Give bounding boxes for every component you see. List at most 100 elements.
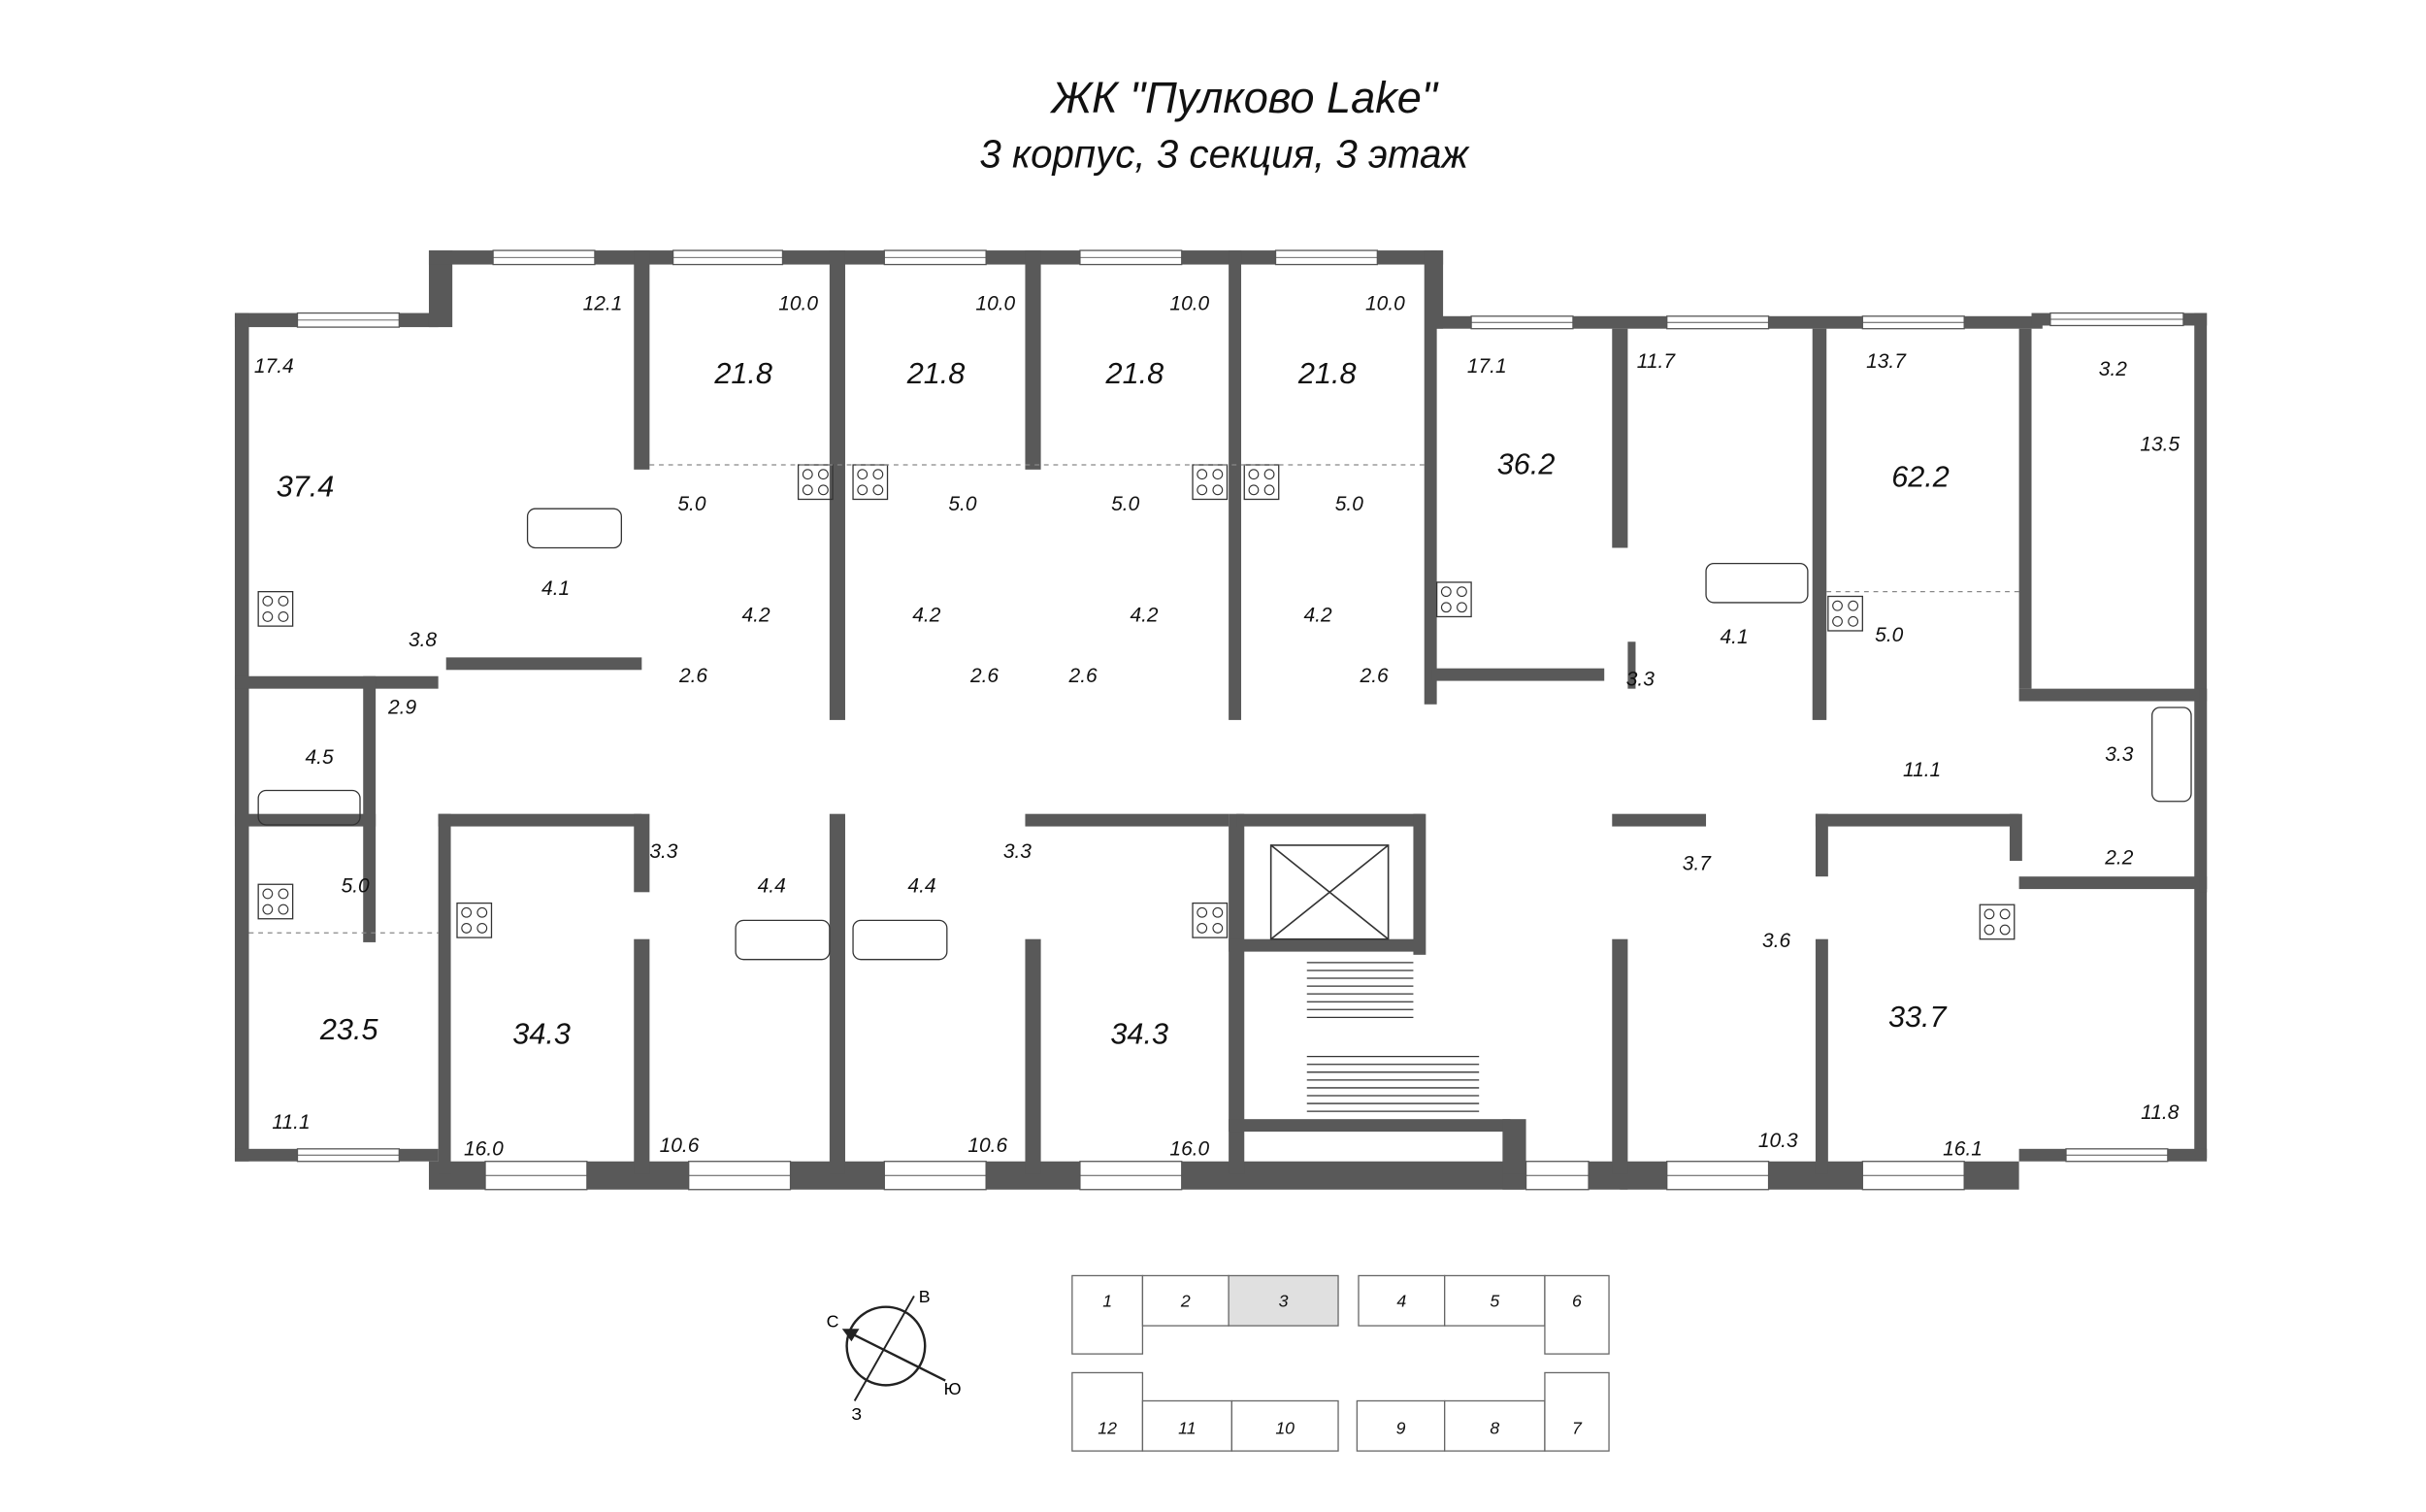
floor-subtitle: 3 корпус, 3 секция, 3 этаж [979,132,1470,177]
stove-icon [1192,902,1229,938]
room-area: 3.3 [649,840,677,863]
wall [445,657,642,671]
room-area-large: 33.7 [1888,1001,1948,1034]
wall [1812,328,1827,720]
room-area: 10.3 [1758,1130,1798,1152]
room-area: 5.0 [1111,493,1139,515]
room-area-large: 36.2 [1497,448,1556,481]
section-cell[interactable] [1444,1274,1546,1327]
room-area: 2.6 [1360,665,1389,687]
room-area-large: 37.4 [277,470,335,503]
section-cell[interactable] [1228,1274,1339,1327]
wall [2009,813,2022,862]
compass-east: В [919,1287,931,1306]
wall [234,813,377,827]
wall [829,250,845,720]
section-label: 1 [1102,1292,1112,1311]
section-cell[interactable] [1141,1399,1232,1452]
room-area: 4.2 [1303,604,1331,626]
stove-icon [1979,904,2016,940]
compass-circle [845,1305,927,1387]
section-cell[interactable] [1071,1371,1144,1452]
elevator-cross [1270,844,1390,940]
wall [1025,250,1041,470]
room-area: 10.6 [660,1134,700,1157]
wall [1815,813,1828,877]
section-cell[interactable] [1544,1274,1610,1355]
wall [1815,938,1828,1174]
wall [829,813,845,1174]
room-area-large: 21.8 [713,357,772,390]
wall [1229,813,1245,1174]
wall [438,813,451,1174]
wall [1236,813,1425,827]
compass-south: Ю [944,1379,962,1398]
bathtub-icon [526,508,622,549]
section-cell[interactable] [1141,1274,1229,1327]
wall [634,250,650,470]
wall [1612,813,1707,827]
room-area: 4.4 [758,874,786,897]
room-area-large: 34.3 [512,1018,571,1051]
stove-icon [257,591,294,627]
room-area: 3.3 [1626,668,1655,690]
stove-icon [852,464,889,501]
room-area: 4.2 [912,604,940,626]
room-area-large: 21.8 [1297,357,1357,390]
section-cell[interactable] [1071,1274,1144,1355]
section-cell[interactable] [1444,1399,1546,1452]
wall [1413,813,1426,955]
compass: С В Ю З [827,1287,962,1424]
wall [2199,688,2208,893]
wall [1431,668,1605,681]
section-label: 9 [1396,1418,1406,1437]
room-area: 16.0 [464,1137,504,1160]
room-area: 4.2 [741,604,770,626]
section-label: 10 [1275,1418,1295,1437]
section-cell[interactable] [1230,1399,1339,1452]
section-label: 3 [1279,1292,1289,1311]
room-area-large: 21.8 [906,357,966,390]
room-area: 3.7 [1683,853,1712,875]
section-label: 11 [1178,1418,1196,1437]
section-label: 5 [1490,1292,1499,1311]
room-area: 2.9 [387,696,416,718]
wall [1502,1119,1526,1174]
wall [363,675,377,942]
wall [2018,876,2208,890]
stove-icon [1243,464,1280,501]
room-area: 3.3 [2105,743,2133,766]
room-area: 5.0 [1875,624,1903,646]
section-cell[interactable] [1358,1274,1446,1327]
wall [1025,813,1229,827]
room-area: 4.1 [1721,626,1749,648]
stove-icon [1192,464,1229,501]
room-area: 10.6 [967,1134,1007,1157]
room-area: 11.7 [1637,350,1677,373]
compass-ew-line [853,1295,915,1401]
room-area: 5.0 [948,493,976,515]
room-area-large: 34.3 [1110,1018,1168,1051]
room-area: 4.4 [907,874,935,897]
room-area: 3.8 [409,629,437,651]
wall [1815,813,2019,827]
compass-arrow-icon [844,1329,946,1382]
room-area: 11.8 [2141,1101,2180,1124]
section-cell[interactable] [1544,1371,1610,1452]
stove-icon [797,464,834,501]
wall [1612,938,1628,1174]
room-area: 3.3 [1003,840,1032,863]
compass-north: С [827,1312,839,1331]
windows [296,249,2184,1191]
section-label: 6 [1572,1292,1582,1311]
wall [2018,688,2208,702]
wall [1229,1119,1511,1133]
room-area: 5.0 [677,493,705,515]
room-area: 3.6 [1762,930,1790,952]
room-area: 10.0 [778,292,818,314]
wall [1229,250,1242,720]
bathtub-icon [852,919,948,961]
wall [2018,328,2032,689]
section-cell[interactable] [1356,1399,1446,1452]
